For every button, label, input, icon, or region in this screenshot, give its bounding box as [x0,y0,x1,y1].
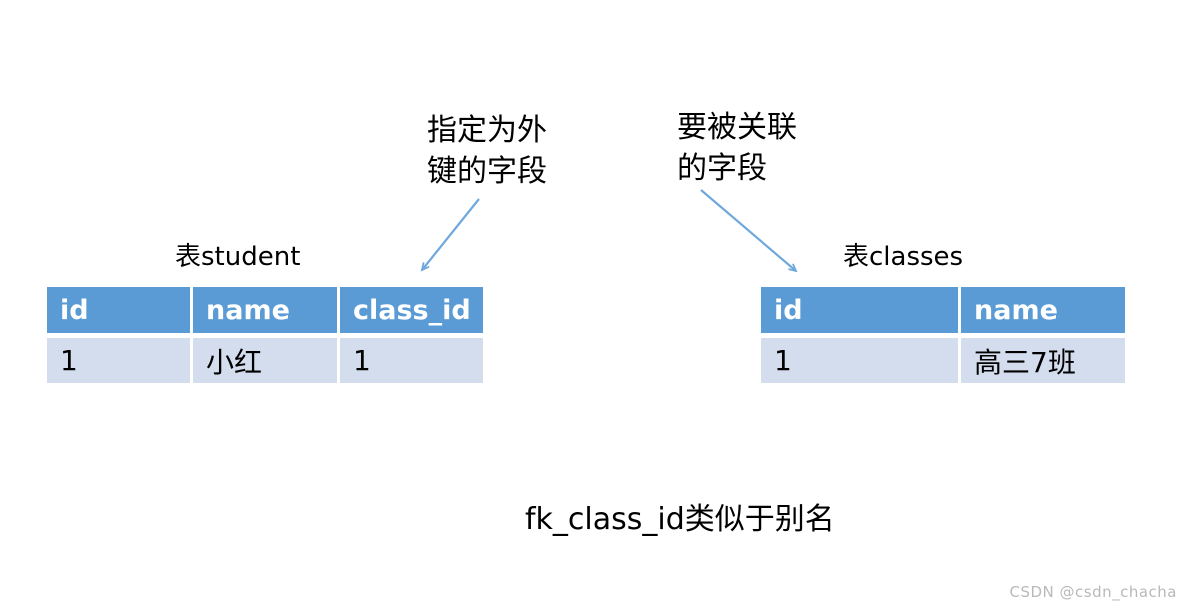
student-header-class-id: class_id [340,287,483,333]
watermark: CSDN @csdn_chacha [1009,583,1177,601]
annotation-referenced-field: 要被关联 的字段 [677,110,797,186]
note-fk-alias: fk_class_id类似于别名 [525,502,835,537]
classes-cell-name: 高三7班 [961,338,1125,383]
arrow-to-referenced-field [700,189,798,273]
student-cell-name: 小红 [193,338,337,383]
annotation-foreign-key-field: 指定为外 键的字段 [427,113,547,189]
student-cell-class-id: 1 [340,338,483,383]
classes-cell-id: 1 [761,338,958,383]
arrow-to-foreign-key-field [420,198,480,272]
student-table: id name class_id 1 小红 1 [47,287,483,383]
student-table-title: 表student [175,242,301,272]
student-header-id: id [47,287,190,333]
student-cell-id: 1 [47,338,190,383]
classes-header-id: id [761,287,958,333]
classes-table: id name 1 高三7班 [761,287,1125,383]
classes-header-name: name [961,287,1125,333]
student-header-name: name [193,287,337,333]
classes-table-title: 表classes [843,242,964,272]
